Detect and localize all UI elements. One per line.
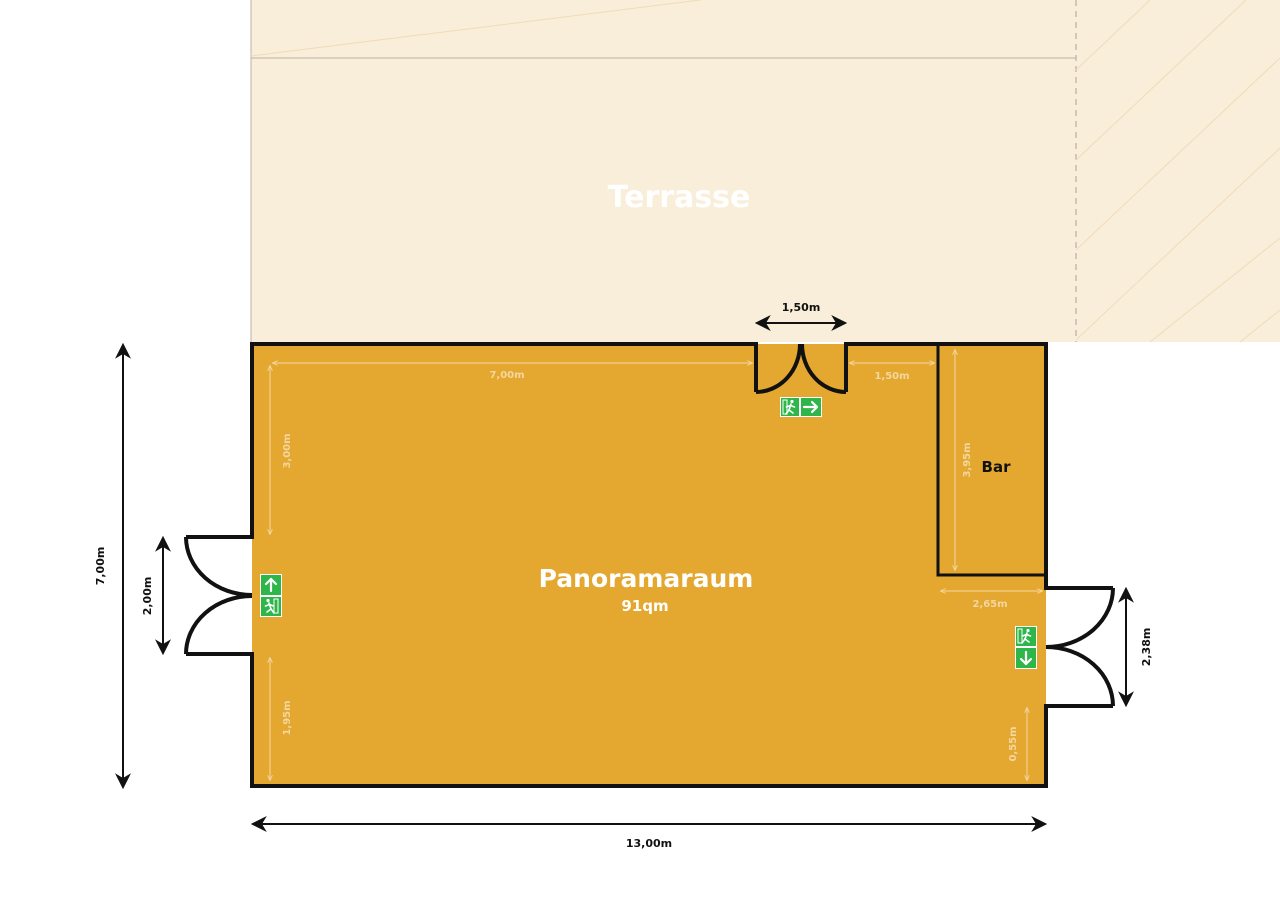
exit-sign-right <box>1015 626 1037 669</box>
dim-top-door: 1,50m <box>782 301 821 314</box>
terrace-area <box>250 0 1280 343</box>
running-man-icon <box>782 399 796 415</box>
room-walls <box>250 342 1048 788</box>
arrow-down-icon <box>1019 650 1033 666</box>
dim-right-door: 2,38m <box>1140 628 1153 667</box>
exit-sign-top <box>780 397 822 417</box>
room-name: Panoramaraum <box>539 564 754 593</box>
exit-sign-left <box>260 574 282 617</box>
bar-partition <box>936 344 1046 577</box>
running-man-icon <box>264 598 279 614</box>
dim-total-width: 13,00m <box>626 837 672 850</box>
room-floor <box>252 344 1046 786</box>
dim-bar-width: 2,65m <box>972 599 1007 610</box>
dim-inner-top-left: 7,00m <box>489 370 524 381</box>
right-double-door <box>1045 586 1115 708</box>
arrow-up-icon <box>264 577 278 593</box>
dim-inner-left-lower: 1,95m <box>282 700 293 735</box>
dim-left-door: 2,00m <box>141 577 154 616</box>
bar-label: Bar <box>982 458 1012 476</box>
arrow-right-icon <box>802 400 819 414</box>
terrace-label: Terrasse <box>608 180 751 215</box>
dim-inner-top-right: 1,50m <box>874 371 909 382</box>
dim-inner-left-upper: 3,00m <box>282 433 293 468</box>
top-double-door <box>754 343 848 394</box>
dim-total-height: 7,00m <box>94 547 107 586</box>
left-double-door <box>184 535 253 656</box>
running-man-icon <box>1017 628 1032 644</box>
room-area: 91qm <box>621 597 668 615</box>
dim-right-lower: 0,55m <box>1008 726 1019 761</box>
dim-bar-height: 3,95m <box>962 442 973 477</box>
